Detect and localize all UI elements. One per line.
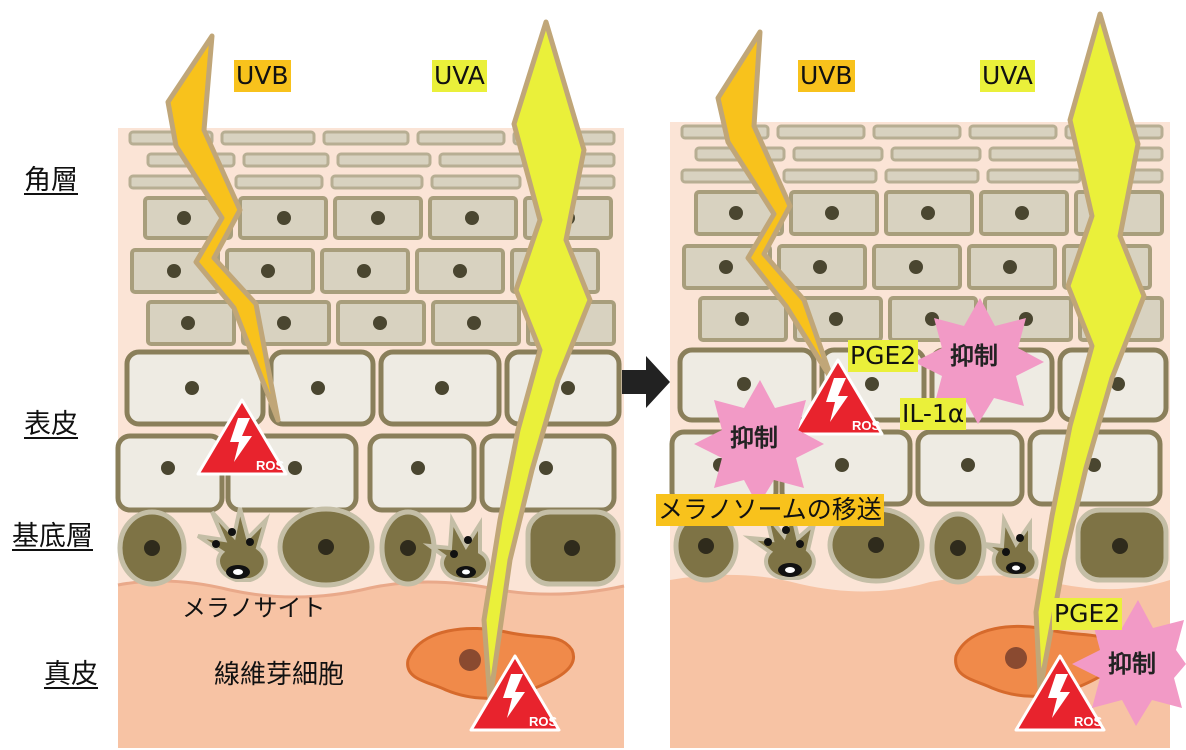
inhibit-label-dermis: 抑制: [1108, 650, 1156, 678]
left-skin-panel: ROS ROS: [115, 19, 625, 748]
right-uvb-tag: UVB: [798, 60, 855, 92]
il1a-tag: IL-1α: [900, 398, 967, 430]
left-uvb-bolt: [165, 33, 281, 423]
left-ros-label-dermis: ROS: [529, 714, 558, 729]
inhibit-burst-dermis: [1072, 600, 1186, 726]
left-uva-tag: UVA: [432, 60, 487, 92]
pge2-tag-dermis: PGE2: [1052, 598, 1123, 630]
inhibit-burst-epidermis-top: [914, 298, 1044, 424]
label-fibroblast: 線維芽細胞: [214, 660, 345, 690]
transition-arrow: [622, 356, 670, 408]
left-ros-label-epidermis: ROS: [256, 458, 285, 473]
right-ros-label-epidermis: ROS: [852, 418, 881, 433]
right-ros-label-dermis: ROS: [1074, 714, 1103, 729]
left-melanocyte: [196, 507, 491, 582]
right-uvb-bolt: [715, 29, 835, 383]
right-skin-panel: ROS ROS 抑制 抑制 抑制: [669, 11, 1186, 748]
melanosome-transfer-tag: メラノソームの移送: [656, 494, 884, 526]
label-epidermis: 表皮: [24, 409, 78, 440]
right-uva-tag: UVA: [980, 60, 1035, 92]
label-stratum-corneum: 角層: [24, 165, 78, 196]
label-dermis: 真皮: [44, 659, 98, 690]
inhibit-label-epidermis-left: 抑制: [730, 424, 778, 452]
label-basal-layer: 基底層: [12, 521, 93, 552]
right-melanocytes: [742, 504, 1039, 580]
pge2-tag-epidermis: PGE2: [848, 340, 919, 372]
left-uvb-tag: UVB: [234, 60, 291, 92]
inhibit-burst-epidermis-left: [694, 380, 824, 506]
label-melanocyte: メラノサイト: [182, 594, 326, 622]
left-uva-bolt: [481, 19, 593, 703]
inhibit-label-epidermis-top: 抑制: [950, 342, 998, 370]
